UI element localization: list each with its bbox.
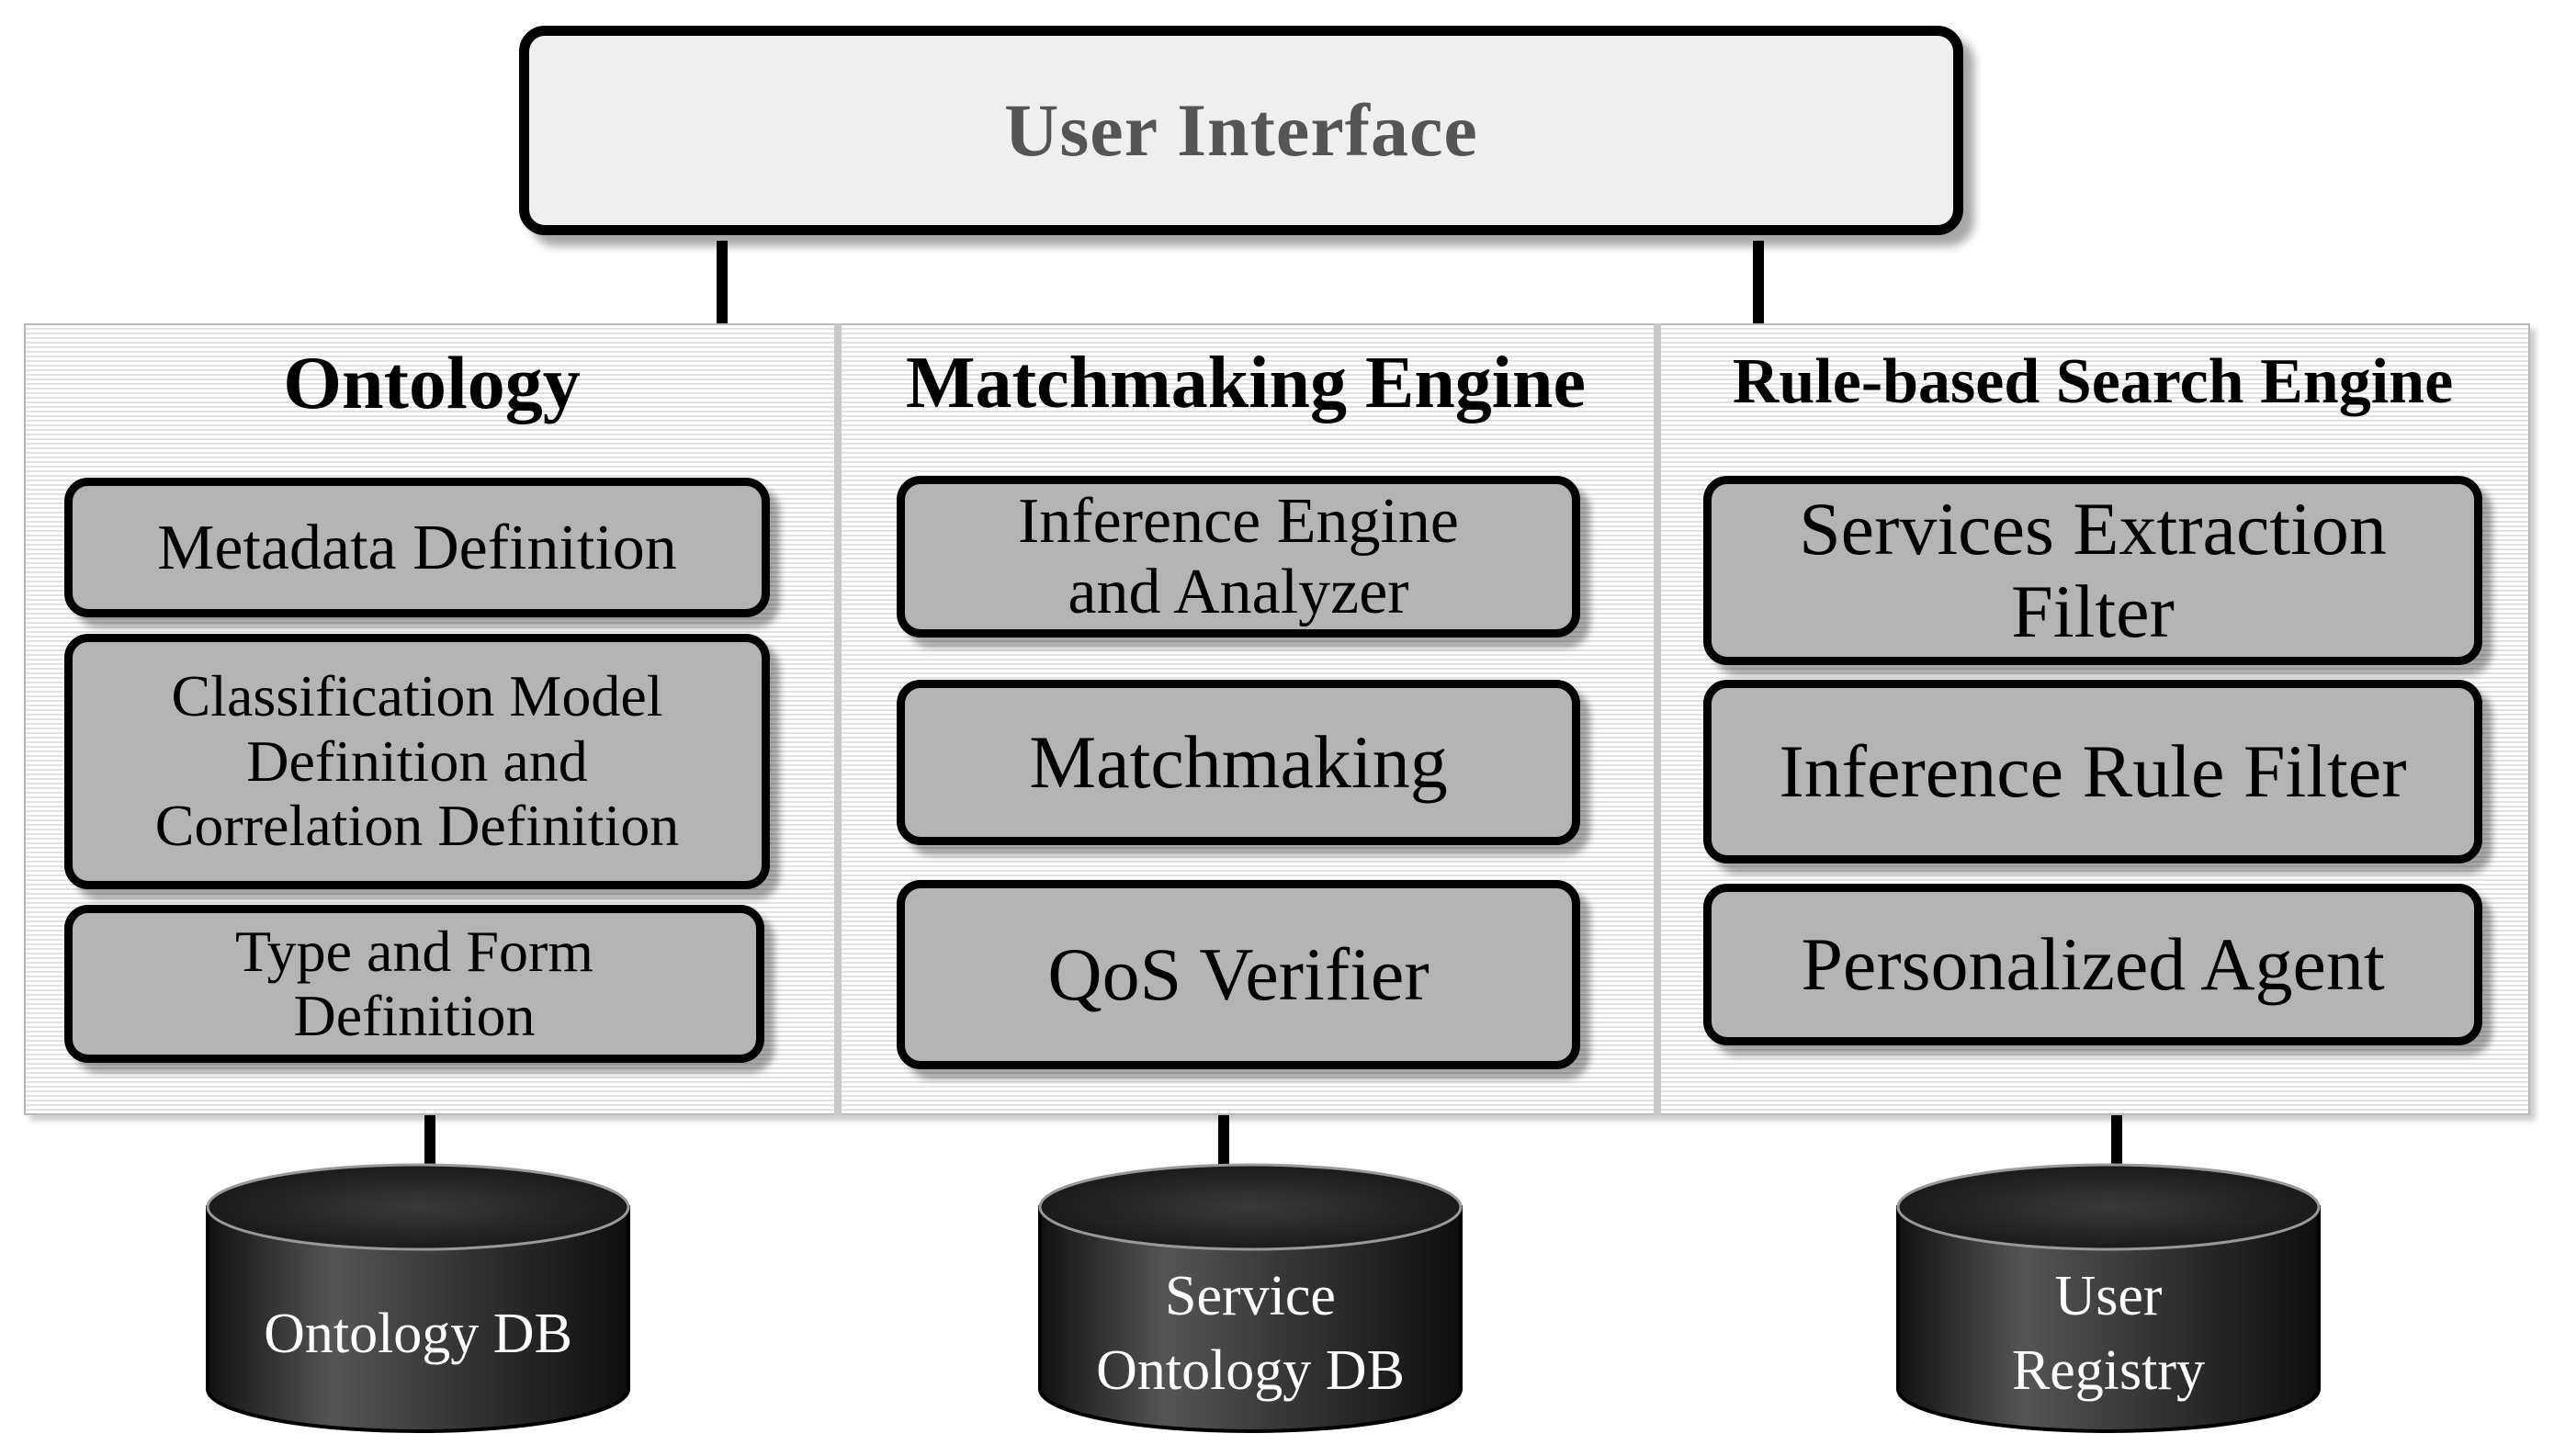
ontology-title: Ontology [283, 341, 581, 424]
inference-engine-box: Inference Engine and Analyzer [897, 476, 1580, 638]
metadata-definition-box: Metadata Definition [64, 478, 770, 617]
ontology-db-label: Ontology DB [264, 1302, 572, 1365]
classification-model-label-line1: Classification Model [171, 663, 663, 729]
matchmaking-label: Matchmaking [1029, 719, 1448, 804]
inference-rule-filter-label: Inference Rule Filter [1779, 728, 2407, 813]
type-and-form-box: Type and Form Definition [64, 905, 764, 1063]
connector-ontology-db [424, 1115, 435, 1170]
services-extraction-filter-label-line2: Filter [2011, 570, 2175, 653]
service-ontology-db-label-line1: Service [1165, 1265, 1336, 1328]
matchmaking-box: Matchmaking [897, 680, 1580, 845]
matchmaking-engine-title: Matchmaking Engine [905, 343, 1587, 423]
panel-divider-1 [834, 323, 842, 1115]
service-ontology-db-label-line2: Ontology DB [1096, 1339, 1405, 1402]
type-and-form-label-line2: Definition [293, 983, 536, 1048]
panel-divider-2 [1654, 323, 1661, 1115]
connector-ui-rule-search [1753, 241, 1764, 325]
classification-model-label-line2: Definition and [246, 728, 588, 794]
user-registry-label-line1: User [2054, 1265, 2163, 1328]
metadata-definition-label: Metadata Definition [157, 512, 677, 583]
inference-engine-label-line1: Inference Engine [1018, 486, 1459, 557]
personalized-agent-label: Personalized Agent [1801, 921, 2385, 1006]
connector-user-registry [2111, 1115, 2122, 1170]
personalized-agent-box: Personalized Agent [1703, 884, 2482, 1045]
classification-model-box: Classification Model Definition and Corr… [64, 634, 770, 889]
connector-ui-ontology [717, 241, 728, 325]
user-interface-box: User Interface [519, 26, 1963, 235]
rule-based-search-engine-title: Rule-based Search Engine [1732, 346, 2454, 417]
services-extraction-filter-label-line1: Services Extraction [1799, 486, 2387, 570]
inference-rule-filter-box: Inference Rule Filter [1703, 680, 2482, 863]
services-extraction-filter-box: Services Extraction Filter [1703, 476, 2482, 665]
user-registry-cylinder: User Registry [1893, 1159, 2324, 1437]
type-and-form-label-line1: Type and Form [234, 918, 594, 984]
inference-engine-label-line2: and Analyzer [1068, 557, 1409, 627]
classification-model-label-line3: Correlation Definition [154, 793, 680, 859]
connector-service-ontology-db [1218, 1115, 1229, 1170]
qos-verifier-label: QoS Verifier [1047, 931, 1430, 1016]
service-ontology-db-cylinder: Service Ontology DB [1034, 1159, 1466, 1437]
user-interface-label: User Interface [1004, 88, 1478, 172]
ontology-db-cylinder: Ontology DB [202, 1159, 634, 1437]
qos-verifier-box: QoS Verifier [897, 880, 1580, 1069]
user-registry-label-line2: Registry [2011, 1339, 2206, 1402]
